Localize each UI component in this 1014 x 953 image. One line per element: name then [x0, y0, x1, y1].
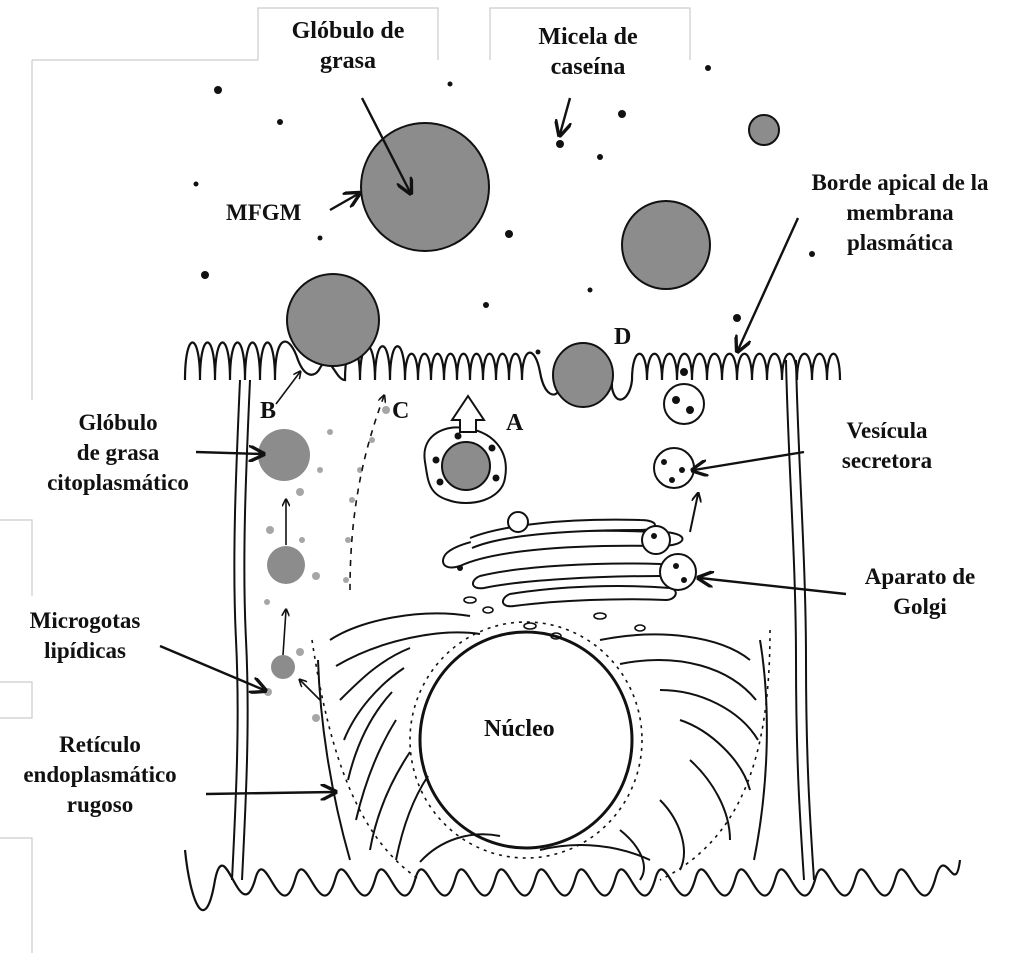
fat-globule-d [553, 343, 613, 407]
label-casein-micelle: Micela de caseína [508, 22, 668, 82]
label-rough-er: Retículo endoplasmático rugoso [10, 730, 190, 820]
label-pathway-b: B [260, 396, 276, 426]
apical-membrane [185, 342, 840, 400]
label-mfgm: MFGM [226, 198, 301, 228]
small-fat-globule [749, 115, 779, 145]
label-golgi-apparatus: Aparato de Golgi [850, 562, 990, 622]
large-fat-globule [361, 123, 489, 251]
label-nucleus: Núcleo [484, 714, 555, 744]
label-pathway-a: A [506, 408, 523, 438]
label-secretory-vesicle: Vesícula secretora [812, 416, 962, 476]
label-lipid-microdroplets: Microgotas lipídicas [10, 606, 160, 666]
pathway-a-vesicle [424, 396, 505, 503]
fat-globule-right [622, 201, 710, 289]
label-fat-globule: Glóbulo de grasa [263, 16, 433, 76]
cytoplasmic-droplets [258, 372, 390, 722]
basal-membrane [185, 850, 960, 910]
lateral-membranes [232, 360, 814, 880]
label-pathway-c: C [392, 396, 409, 426]
label-pathway-d: D [614, 322, 631, 352]
rough-er [312, 613, 770, 880]
membrane-vesicles [664, 369, 704, 424]
label-cytoplasmic-fat-globule: Glóbulo de grasa citoplasmático [18, 408, 218, 498]
fat-globule-budding [287, 274, 379, 366]
label-apical-border: Borde apical de la membrana plasmática [790, 168, 1010, 258]
